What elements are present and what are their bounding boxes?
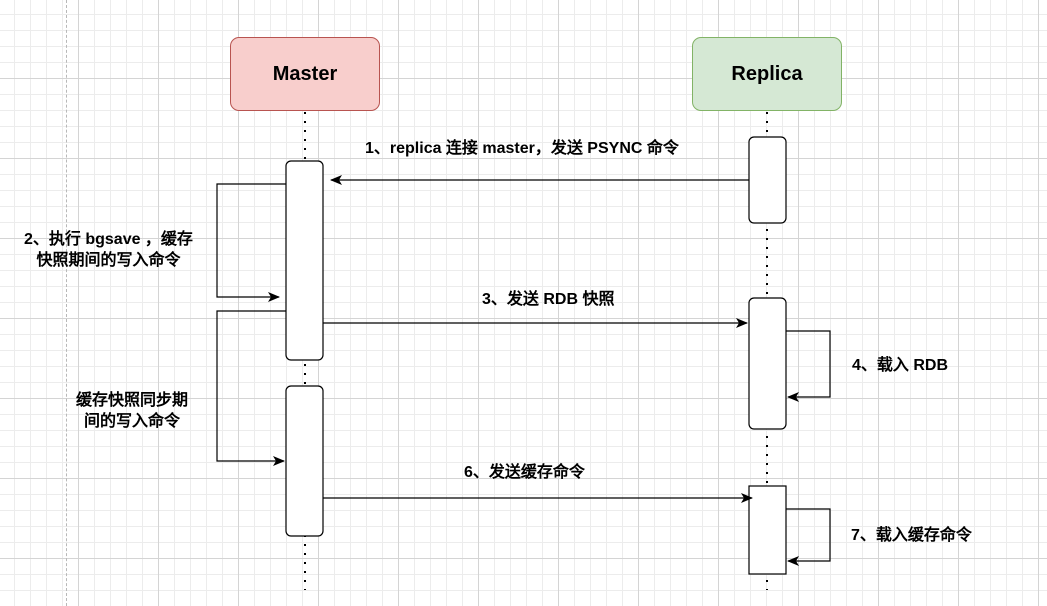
message-2-label: 2、执行 bgsave ，缓存 快照期间的写入命令	[24, 229, 193, 271]
arrow-load-rdb-loop	[786, 330, 831, 402]
message-2-line-2: 快照期间的写入命令	[36, 252, 181, 269]
replica-activation-2	[748, 297, 787, 430]
message-6-label: 6、发送缓存命令	[464, 464, 585, 481]
message-5-line-1: 缓存快照同步期	[76, 392, 189, 409]
participant-master: Master	[230, 37, 380, 111]
replica-activation-3	[748, 485, 787, 575]
arrow-buffer-loop	[216, 310, 286, 466]
message-5-line-2: 间的写入命令	[84, 413, 181, 430]
participant-replica-label: Replica	[731, 62, 803, 85]
message-5-label: 缓存快照同步期 间的写入命令	[76, 390, 188, 432]
participant-master-label: Master	[272, 62, 338, 85]
arrow-load-buffer-loop	[786, 508, 831, 566]
message-2-line-1: 2、执行 bgsave ，缓存	[24, 231, 193, 248]
participant-replica: Replica	[692, 37, 842, 111]
canvas-guide-line	[66, 0, 67, 606]
master-activation-2	[285, 385, 324, 537]
replica-activation-1	[748, 136, 787, 224]
message-7-label: 7、载入缓存命令	[851, 527, 972, 544]
master-activation-1	[285, 160, 324, 361]
arrow-bgsave-loop	[216, 183, 286, 302]
message-1-label: 1、replica 连接 master，发送 PSYNC 命令	[365, 140, 679, 157]
message-3-label: 3、发送 RDB 快照	[482, 291, 615, 308]
message-4-label: 4、载入 RDB	[852, 357, 949, 374]
